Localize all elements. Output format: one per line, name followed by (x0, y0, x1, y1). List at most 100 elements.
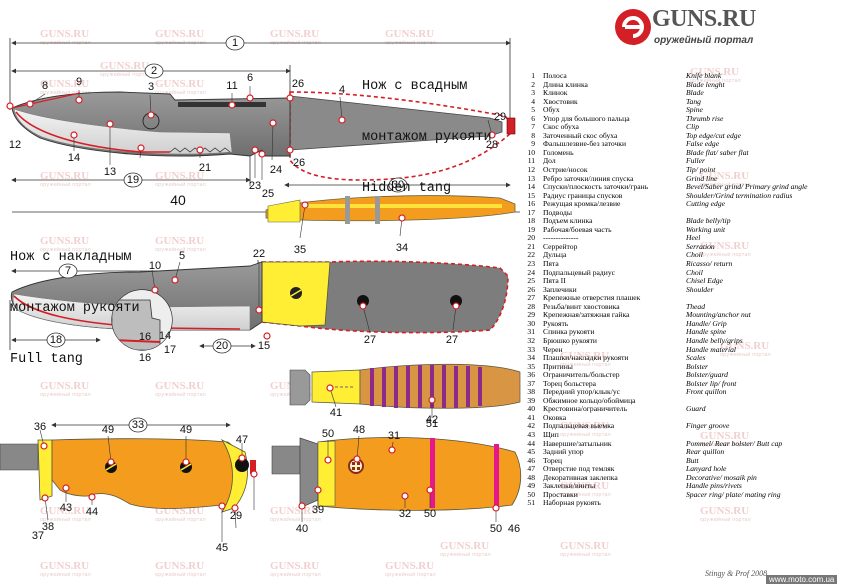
legend-english-term: Bolster (686, 361, 708, 371)
legend-russian-term: Оковка (543, 412, 567, 422)
full-tang-title: Нож с накладным монтажом рукояти Full ta… (10, 215, 140, 402)
legend-number: 49 (527, 481, 535, 491)
legend-number: 29 (527, 310, 535, 320)
watermark-sub: оружейный портал (560, 362, 611, 368)
callout-number: 16 (138, 331, 152, 343)
legend-english-term: Handle material (686, 344, 736, 354)
watermark-brand: GUNS.RU (440, 540, 490, 552)
legend-russian-term: Рукоять (543, 318, 569, 328)
legend-russian-term: Пята II (543, 276, 566, 286)
watermark-brand: GUNS.RU (155, 560, 205, 572)
legend-english-term: Finger groove (686, 421, 730, 431)
watermark-brand: GUNS.RU (560, 540, 610, 552)
legend-number: 36 (527, 370, 535, 380)
legend-number: 21 (527, 241, 535, 251)
legend-english-term: Spacer ring/ plate/ mating ring (686, 489, 781, 499)
legend-number: 18 (527, 216, 535, 226)
legend-number: 3 (531, 88, 535, 98)
legend-russian-term: Рабочая/боевая часть (543, 224, 612, 234)
callout-number: 2 (150, 65, 158, 77)
legend-english-term: Lanyard hole (686, 464, 727, 474)
site-url: www.moto.com.ua (766, 575, 838, 584)
dimension-rings (46, 35, 408, 433)
legend-english-term: Tip/ point (686, 165, 716, 175)
full-tang-title-line3: Full tang (10, 352, 83, 367)
legend-russian-term: Голомень (543, 147, 574, 157)
legend-russian-term: Длина клинка (543, 79, 588, 89)
legend-number: 34 (527, 353, 535, 363)
legend-russian-term: Заточенный скос обуха (543, 130, 618, 140)
callout-number: 36 (33, 421, 47, 433)
legend-english-term: Choil (686, 267, 703, 277)
bottom-right-handle (271, 437, 522, 511)
legend-english-term: Blade belly/tip (686, 216, 731, 226)
hidden-tang-knife (11, 91, 516, 181)
callout-number: 5 (178, 250, 186, 262)
watermark-sub: оружейный портал (560, 552, 611, 558)
callout-number: 42 (425, 414, 439, 426)
callout-number: 22 (252, 248, 266, 260)
legend-english-term: Rear quillon (686, 447, 725, 457)
legend-russian-term: Брюшко рукояти (543, 335, 598, 345)
legend-russian-term: Торец больстера (543, 378, 597, 388)
legend-number: 9 (531, 139, 535, 149)
full-tang-title-line1: Нож с накладным (10, 250, 132, 265)
legend-russian-term: Хвостовик (543, 96, 578, 106)
watermark-sub: оружейный портал (270, 572, 321, 578)
legend-russian-term: Крепежные отверстия плашек (543, 293, 641, 303)
callout-number: 20 (215, 340, 229, 352)
callout-number: 4 (338, 84, 346, 96)
legend-russian-term: Дульца (543, 250, 567, 260)
legend-russian-term: Ребро заточки/линия спуска (543, 173, 634, 183)
anchor-nut (506, 117, 516, 135)
legend-russian-term: Задний упор (543, 447, 584, 457)
watermark-brand: GUNS.RU (155, 380, 205, 392)
callout-number: 46 (507, 523, 521, 535)
callout-number: 39 (311, 504, 325, 516)
legend-russian-term: Заклепки/винты (543, 481, 596, 491)
callout-number: 16 (138, 352, 152, 364)
legend-english-term: Thrumb rise (686, 113, 724, 123)
watermark-brand: GUNS.RU (40, 78, 90, 90)
legend-russian-term: Подводы (543, 207, 573, 217)
legend-russian-term: Торец (543, 455, 563, 465)
legend-russian-term: Проставки (543, 489, 578, 499)
legend-number: 8 (531, 130, 535, 140)
legend-number: 5 (531, 105, 535, 115)
legend-russian-term: Щип (543, 429, 559, 439)
legend-number: 47 (527, 464, 535, 474)
callout-number: 41 (329, 407, 343, 419)
legend-number: 39 (527, 395, 535, 405)
legend-english-term: Ricasso/ return (686, 259, 733, 269)
watermark-brand: GUNS.RU (385, 560, 435, 572)
